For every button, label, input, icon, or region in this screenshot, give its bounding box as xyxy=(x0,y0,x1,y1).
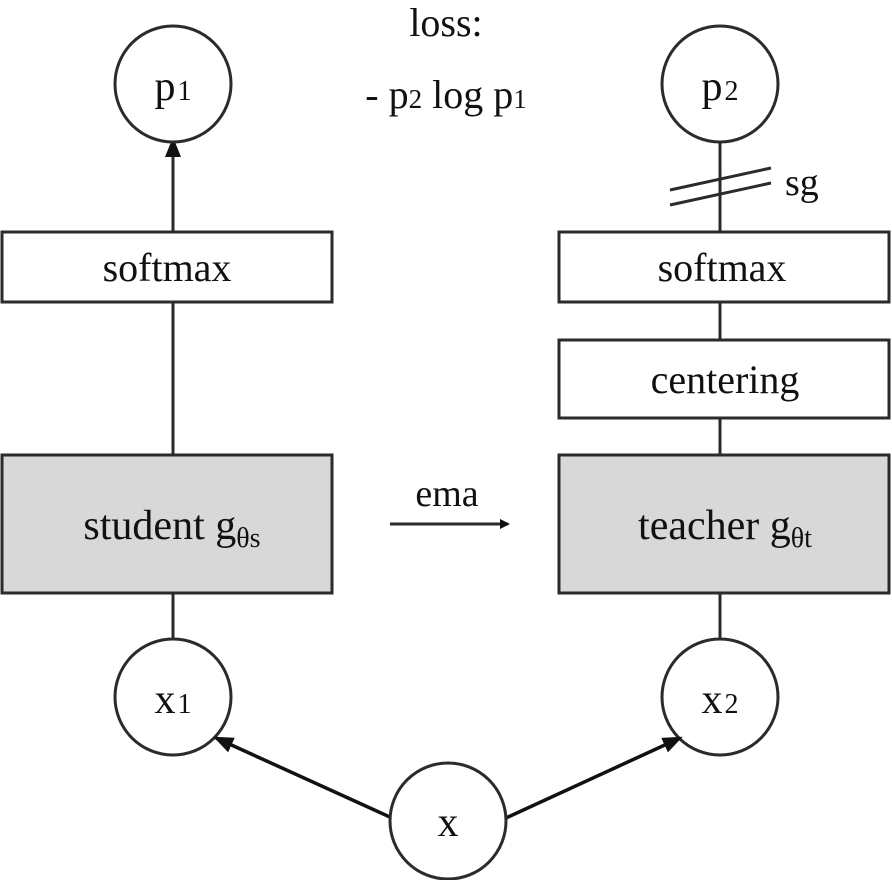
x-to-x2-arrow xyxy=(505,736,683,820)
student-network-box: student gθs xyxy=(0,453,334,595)
svg-text:p1: p1 xyxy=(155,64,192,110)
svg-text:centering: centering xyxy=(651,357,800,402)
loss-formula: - p2 log p1 xyxy=(365,72,526,117)
svg-text:p2: p2 xyxy=(702,64,739,110)
x-to-x1-arrow xyxy=(213,736,393,820)
x1-node: x1 xyxy=(113,637,233,757)
svg-text:x1: x1 xyxy=(155,677,192,723)
svg-text:x2: x2 xyxy=(702,677,739,723)
svg-text:x: x xyxy=(438,800,459,846)
teacher-softmax-box: softmax xyxy=(557,230,891,304)
stop-gradient-label: sg xyxy=(785,162,819,204)
teacher-network-box: teacher gθt xyxy=(557,453,891,595)
ema-label: ema xyxy=(415,473,478,515)
x-node: x xyxy=(388,761,508,880)
p1-label: p xyxy=(155,64,176,110)
svg-text:teacher gθt: teacher gθt xyxy=(638,503,812,554)
stop-gradient-marks xyxy=(669,166,772,207)
student-softmax-box: softmax xyxy=(0,230,334,304)
p1-node: p1 xyxy=(113,24,233,144)
p2-node: p2 xyxy=(660,24,780,144)
svg-text:softmax: softmax xyxy=(658,245,787,290)
loss-title: loss: xyxy=(409,0,482,45)
x2-node: x2 xyxy=(660,637,780,757)
teacher-centering-box: centering xyxy=(557,338,891,420)
svg-text:student gθs: student gθs xyxy=(83,503,260,554)
svg-text:softmax: softmax xyxy=(103,245,232,290)
